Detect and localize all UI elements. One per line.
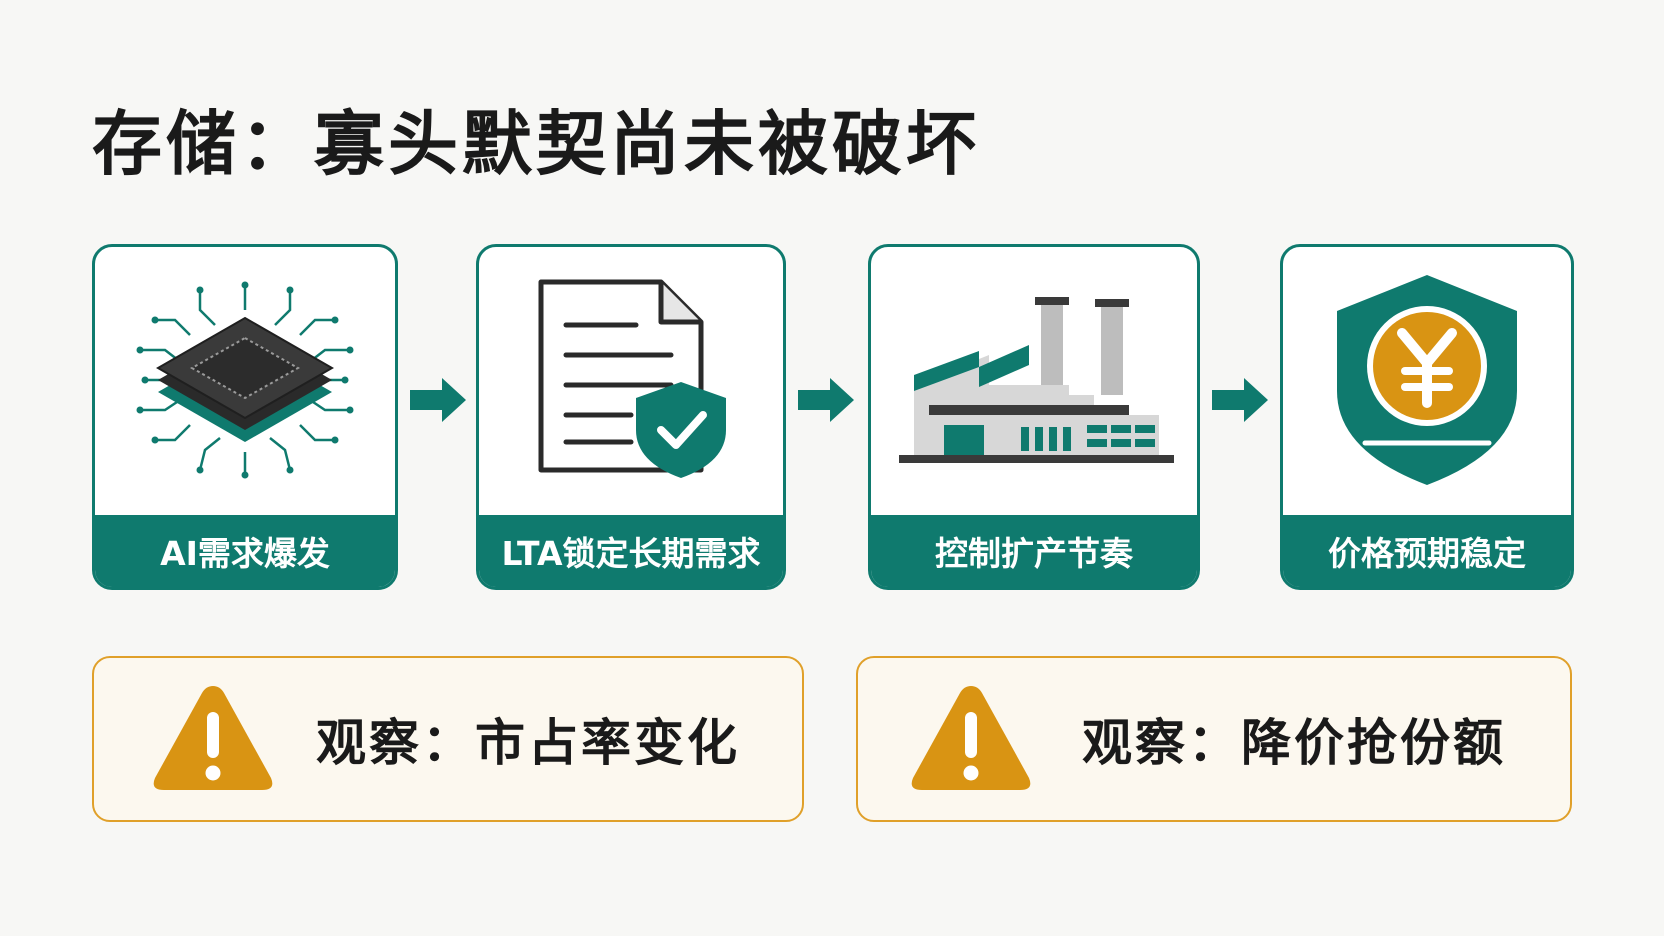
page-title: 存储：寡头默契尚未被破坏 <box>92 103 980 185</box>
flow-label-ai-demand: AI需求爆发 <box>95 515 395 587</box>
observation-card-market-share: 观察：市占率变化 <box>92 656 804 822</box>
observation-text-price-cut: 观察：降价抢份额 <box>1082 714 1506 772</box>
chip-icon-area <box>95 247 395 513</box>
observation-card-price-cut: 观察：降价抢份额 <box>856 656 1572 822</box>
flow-card-lta: LTA锁定长期需求 <box>476 244 786 590</box>
arrow-right-icon <box>1212 378 1268 422</box>
flow-card-ai-demand: AI需求爆发 <box>92 244 398 590</box>
flow-label-price: 价格预期稳定 <box>1283 515 1571 587</box>
warning-icon <box>911 686 1031 790</box>
flow-card-capacity: 控制扩产节奏 <box>868 244 1200 590</box>
contract-icon-area <box>479 247 783 513</box>
factory-icon-area <box>871 247 1197 513</box>
flow-label-capacity: 控制扩产节奏 <box>871 515 1197 587</box>
flow-card-price: 价格预期稳定 <box>1280 244 1574 590</box>
factory-icon <box>899 297 1174 463</box>
flow-label-lta: LTA锁定长期需求 <box>479 515 783 587</box>
observation-text-market-share: 观察：市占率变化 <box>316 714 740 772</box>
chip-icon <box>136 281 354 479</box>
price-icon-area <box>1283 247 1571 513</box>
arrow-right-icon <box>410 378 466 422</box>
warning-icon <box>153 686 273 790</box>
contract-shield-icon <box>538 279 726 478</box>
arrow-right-icon <box>798 378 854 422</box>
yuan-shield-icon <box>1337 275 1517 485</box>
